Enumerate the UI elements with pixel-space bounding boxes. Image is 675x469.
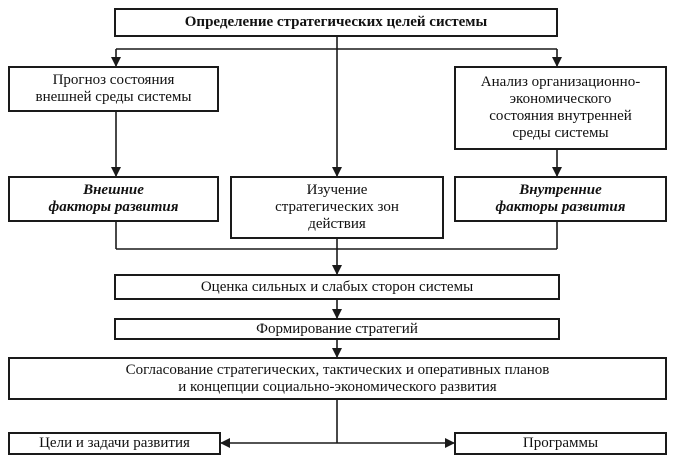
goals-box: Цели и задачи развития bbox=[8, 432, 221, 455]
title-box: Определение стратегических целей системы bbox=[114, 8, 558, 37]
strategy-formation-text: Формирование стратегий bbox=[256, 320, 418, 337]
coordination-box: Согласование стратегических, тактических… bbox=[8, 357, 667, 400]
strategic-zones-box: Изучение стратегических зон действия bbox=[230, 176, 444, 239]
external-factors-box: Внешние факторы развития bbox=[8, 176, 219, 222]
internal-analysis-line-2: экономического bbox=[509, 91, 612, 107]
internal-factors-line-2: факторы развития bbox=[495, 199, 626, 215]
strategic-zones-line-3: действия bbox=[308, 216, 366, 232]
external-forecast-box: Прогноз состояния внешней среды системы bbox=[8, 66, 219, 112]
external-forecast-line-2: внешней среды системы bbox=[35, 89, 192, 105]
internal-factors-line-1: Внутренние bbox=[519, 182, 602, 198]
coordination-line-1: Согласование стратегических, тактических… bbox=[125, 361, 550, 378]
coordination-line-2: и концепции социально-экономического раз… bbox=[178, 378, 497, 395]
programs-text: Программы bbox=[522, 435, 599, 451]
internal-factors-box: Внутренние факторы развития bbox=[454, 176, 667, 222]
strategic-zones-line-2: стратегических зон bbox=[275, 199, 399, 215]
strategic-zones-line-1: Изучение bbox=[306, 182, 368, 198]
goals-text: Цели и задачи развития bbox=[39, 435, 190, 451]
title-text: Определение стратегических целей системы bbox=[184, 14, 488, 30]
external-factors-line-1: Внешние bbox=[83, 182, 144, 198]
strategy-formation-box: Формирование стратегий bbox=[114, 318, 560, 340]
external-forecast-line-1: Прогноз состояния bbox=[52, 72, 175, 88]
internal-analysis-box: Анализ организационно- экономического со… bbox=[454, 66, 667, 150]
swot-text: Оценка сильных и слабых сторон системы bbox=[200, 278, 474, 295]
internal-analysis-line-4: среды системы bbox=[512, 125, 609, 141]
swot-box: Оценка сильных и слабых сторон системы bbox=[114, 274, 560, 300]
programs-box: Программы bbox=[454, 432, 667, 455]
internal-analysis-line-1: Анализ организационно- bbox=[480, 74, 641, 90]
internal-analysis-line-3: состояния внутренней bbox=[489, 108, 632, 124]
external-factors-line-2: факторы развития bbox=[48, 199, 179, 215]
